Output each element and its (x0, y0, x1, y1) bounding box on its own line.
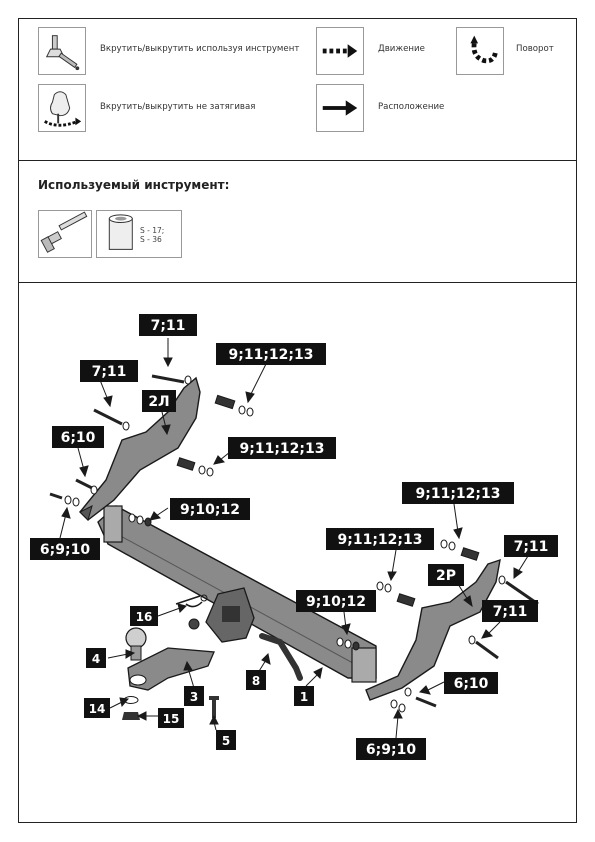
callout-c11-text: 7;11 (514, 539, 549, 555)
right-bracket-part (365, 558, 501, 701)
rotation-arrow-icon (456, 27, 504, 75)
callout-c12-text: 2Р (436, 568, 456, 584)
ball-mount-part (127, 647, 215, 691)
callout-c4-text: 2Л (148, 394, 169, 410)
callout-c8-text: 9;10;12 (180, 502, 240, 518)
callout-c14: 9;10;12 (296, 590, 376, 612)
socket-icon (96, 210, 182, 258)
hitch-receiver-part (188, 587, 255, 643)
legend-tighten-tool-label: Вкрутить/выкрутить используя инструмент (100, 44, 300, 54)
callout-c2: 7;11 (80, 360, 138, 382)
socket-size-17: S - 17; (140, 226, 165, 235)
left-bracket-part (79, 376, 201, 521)
callout-c18: 1 (294, 686, 314, 706)
callout-c13-text: 7;11 (493, 604, 528, 620)
legend-tighten-loose-label: Вкрутить/выкрутить не затягивая (100, 102, 256, 112)
bent-pin-part (259, 633, 303, 681)
callout-c22: 15 (158, 708, 184, 728)
callout-c14-text: 9;10;12 (306, 594, 366, 610)
callout-c15-text: 16 (136, 610, 153, 624)
callout-c20-text: 6;10 (454, 676, 489, 692)
callout-c4: 2Л (142, 390, 176, 412)
solid-arrow-placement-icon (316, 84, 364, 132)
callout-c8: 9;10;12 (170, 498, 250, 520)
callout-c6-text: 9;11;12;13 (240, 441, 325, 457)
callout-c17-text: 8 (252, 674, 260, 688)
callout-c5-text: 6;10 (61, 430, 96, 446)
legend-rotation-label: Поворот (516, 44, 554, 54)
leader-lines (59, 338, 529, 739)
bolt-5-part (209, 696, 219, 718)
callout-c23-text: 5 (222, 734, 230, 748)
callout-c13: 7;11 (482, 600, 538, 622)
callout-c21: 14 (84, 698, 110, 718)
callout-c1-text: 7;11 (151, 318, 186, 334)
callout-c3-text: 9;11;12;13 (229, 347, 314, 363)
tools-section-title: Используемый инструмент: (38, 178, 230, 192)
legend-placement-label: Расположение (378, 102, 445, 112)
tow-hitch-assembly-diagram: 7;11 7;11 9;11;12;13 2Л 6;10 9;11;12;13 … (30, 314, 558, 760)
section-divider-tools (18, 282, 577, 283)
pin-clip-part (175, 594, 208, 608)
callout-c9: 9;11;12;13 (402, 482, 514, 504)
callout-c1: 7;11 (139, 314, 197, 336)
callout-c10-text: 9;11;12;13 (338, 532, 423, 548)
callout-c20: 6;10 (444, 672, 498, 694)
callout-c5: 6;10 (52, 426, 104, 448)
callout-c22-text: 15 (163, 712, 180, 726)
callout-c7: 6;9;10 (30, 538, 100, 560)
callout-c21-text: 14 (89, 702, 106, 716)
tow-ball-part (125, 627, 147, 661)
wrench-tool-icon (38, 27, 86, 75)
callout-c24-text: 6;9;10 (366, 742, 416, 758)
socket-size-36: S - 36 (140, 235, 162, 244)
callout-c19-text: 3 (190, 690, 198, 704)
callout-c24: 6;9;10 (356, 738, 426, 760)
callout-c3: 9;11;12;13 (216, 343, 326, 365)
callout-c2-text: 7;11 (92, 364, 127, 380)
callout-c6: 9;11;12;13 (228, 437, 336, 459)
callout-c16: 4 (86, 648, 106, 668)
callout-c16-text: 4 (92, 652, 100, 666)
callout-c17: 8 (246, 670, 266, 690)
callout-c18-text: 1 (300, 690, 308, 704)
hand-tighten-icon (38, 84, 86, 132)
section-divider-legend (18, 160, 577, 161)
callout-c23: 5 (216, 730, 236, 750)
callout-c19: 3 (184, 686, 204, 706)
fasteners (49, 374, 539, 713)
legend-movement-label: Движение (378, 44, 425, 54)
callout-c9-text: 9;11;12;13 (416, 486, 501, 502)
callout-c12: 2Р (428, 564, 464, 586)
page-frame (18, 18, 577, 823)
callout-c15: 16 (130, 606, 158, 626)
dashed-arrow-movement-icon (316, 27, 364, 75)
callout-c11: 7;11 (504, 535, 558, 557)
ball-nut-part (122, 696, 140, 720)
callout-c10: 9;11;12;13 (326, 528, 434, 550)
callout-c7-text: 6;9;10 (40, 542, 90, 558)
ratchet-wrench-icon (38, 210, 92, 258)
